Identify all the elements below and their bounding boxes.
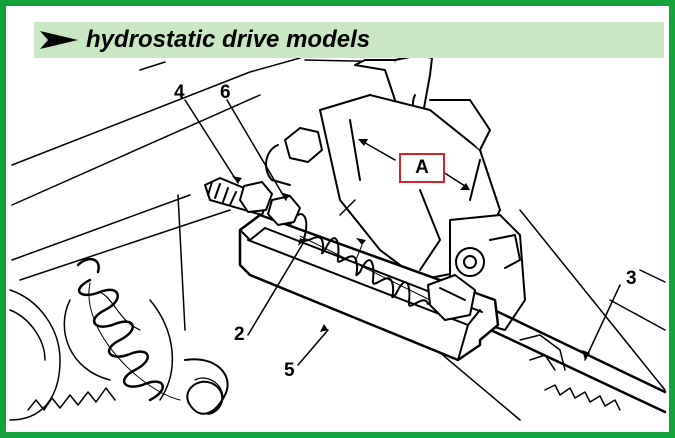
gear-rack xyxy=(9,289,116,421)
callout-5: 5 xyxy=(284,360,295,381)
callout-6: 6 xyxy=(220,82,231,103)
extension-spring xyxy=(63,257,181,402)
hydrostatic-linkage-illustration xyxy=(9,54,667,421)
right-arrow-icon xyxy=(40,31,78,49)
callout-2: 2 xyxy=(234,324,245,345)
callout-4: 4 xyxy=(174,82,185,103)
section-title: hydrostatic drive models xyxy=(86,26,371,53)
arrowheads xyxy=(232,139,590,360)
leader-lines xyxy=(184,99,621,366)
swivel-fitting xyxy=(427,274,476,321)
lower-spring xyxy=(184,358,229,415)
frame-panel-lines xyxy=(11,57,666,421)
section-header: hydrostatic drive models xyxy=(34,22,664,58)
hex-nut xyxy=(265,127,323,186)
callout-3: 3 xyxy=(626,268,637,289)
threaded-rod-nuts xyxy=(204,177,301,226)
compression-spring xyxy=(289,213,431,307)
callout-a: A xyxy=(399,153,445,183)
